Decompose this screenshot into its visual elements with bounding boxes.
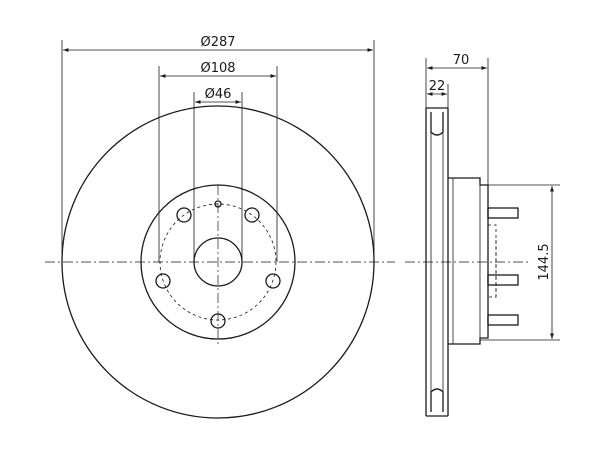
side-view: 70 22 144.5 (405, 53, 560, 417)
label-total-height: 70 (453, 53, 470, 68)
wheel-stud (487, 314, 519, 326)
bolt-hole (244, 207, 260, 223)
bolt-hole (176, 207, 192, 223)
hidden-stud (487, 224, 497, 298)
hub-outline (448, 177, 489, 345)
label-outer-diameter: Ø287 (200, 35, 235, 50)
bolt-hole (265, 273, 281, 289)
label-disc-thickness: 22 (429, 79, 446, 94)
locating-hole (214, 200, 222, 208)
label-bolt-circle: Ø108 (200, 61, 235, 76)
bolt-circle (159, 203, 277, 321)
vent-slot (430, 112, 444, 136)
wheel-stud (487, 274, 519, 286)
label-center-bore: Ø46 (205, 87, 232, 102)
front-view: Ø287 Ø108 Ø46 (45, 35, 395, 419)
wheel-stud (487, 207, 519, 219)
bolt-hole (155, 273, 171, 289)
vent-slot (430, 388, 444, 412)
label-hub-height: 144.5 (537, 243, 552, 280)
hub-outer-edge (140, 184, 296, 340)
bolt-hole (210, 313, 226, 329)
